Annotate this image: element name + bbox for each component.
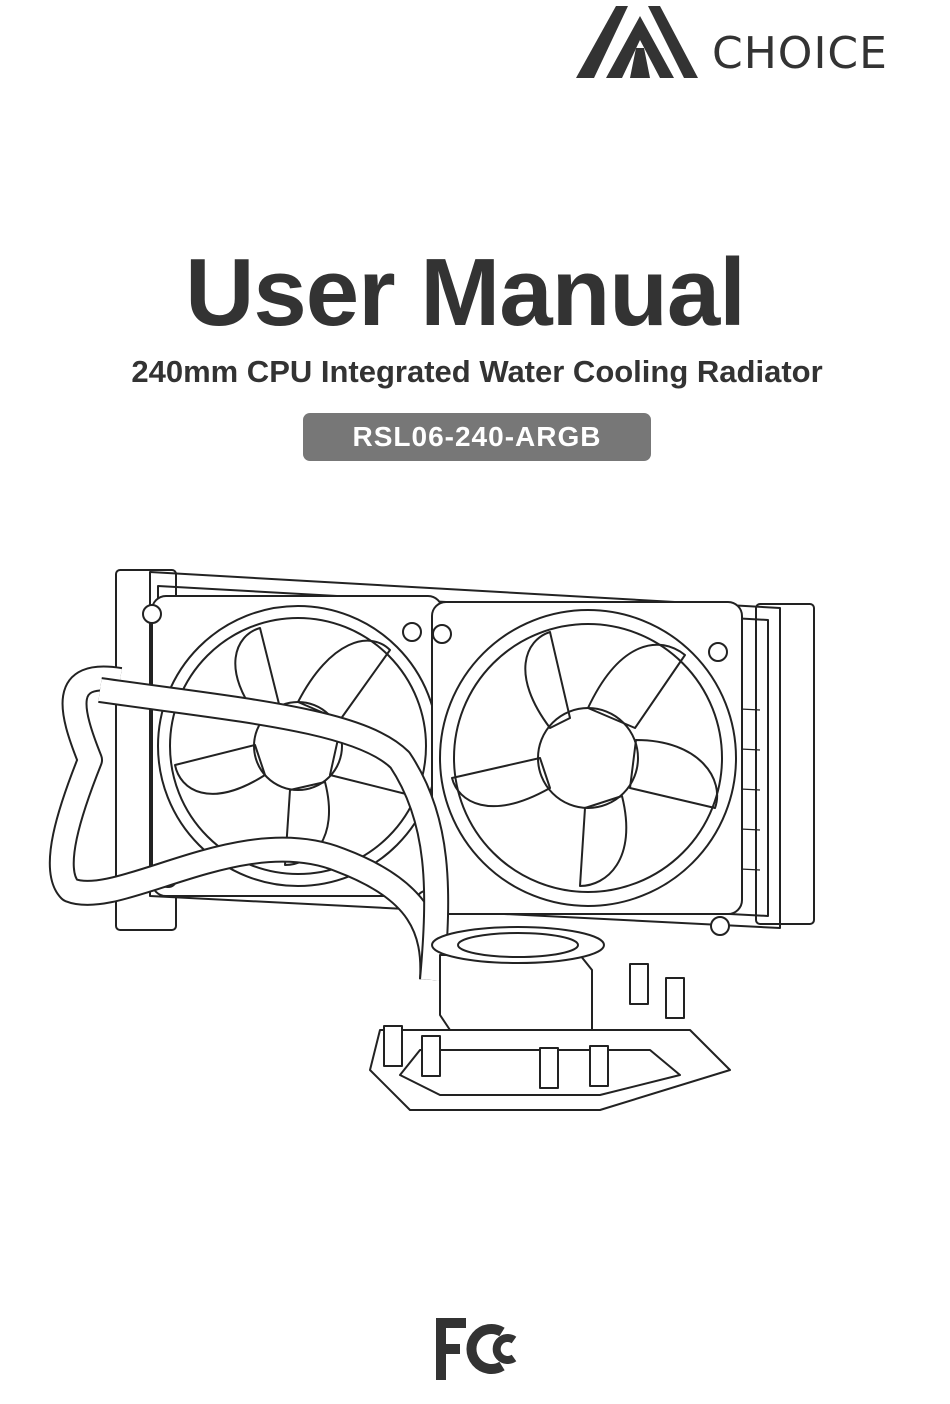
brand-logo-mark <box>576 4 706 80</box>
brand-logo: CHOICE <box>576 4 946 80</box>
model-badge: RSL06-240-ARGB <box>303 413 651 461</box>
product-illustration <box>40 560 830 1130</box>
fcc-mark <box>436 1318 520 1380</box>
product-subtitle: 240mm CPU Integrated Water Cooling Radia… <box>0 352 950 392</box>
brand-logo-text: CHOICE <box>712 30 888 78</box>
page-title: User Manual <box>0 238 930 348</box>
